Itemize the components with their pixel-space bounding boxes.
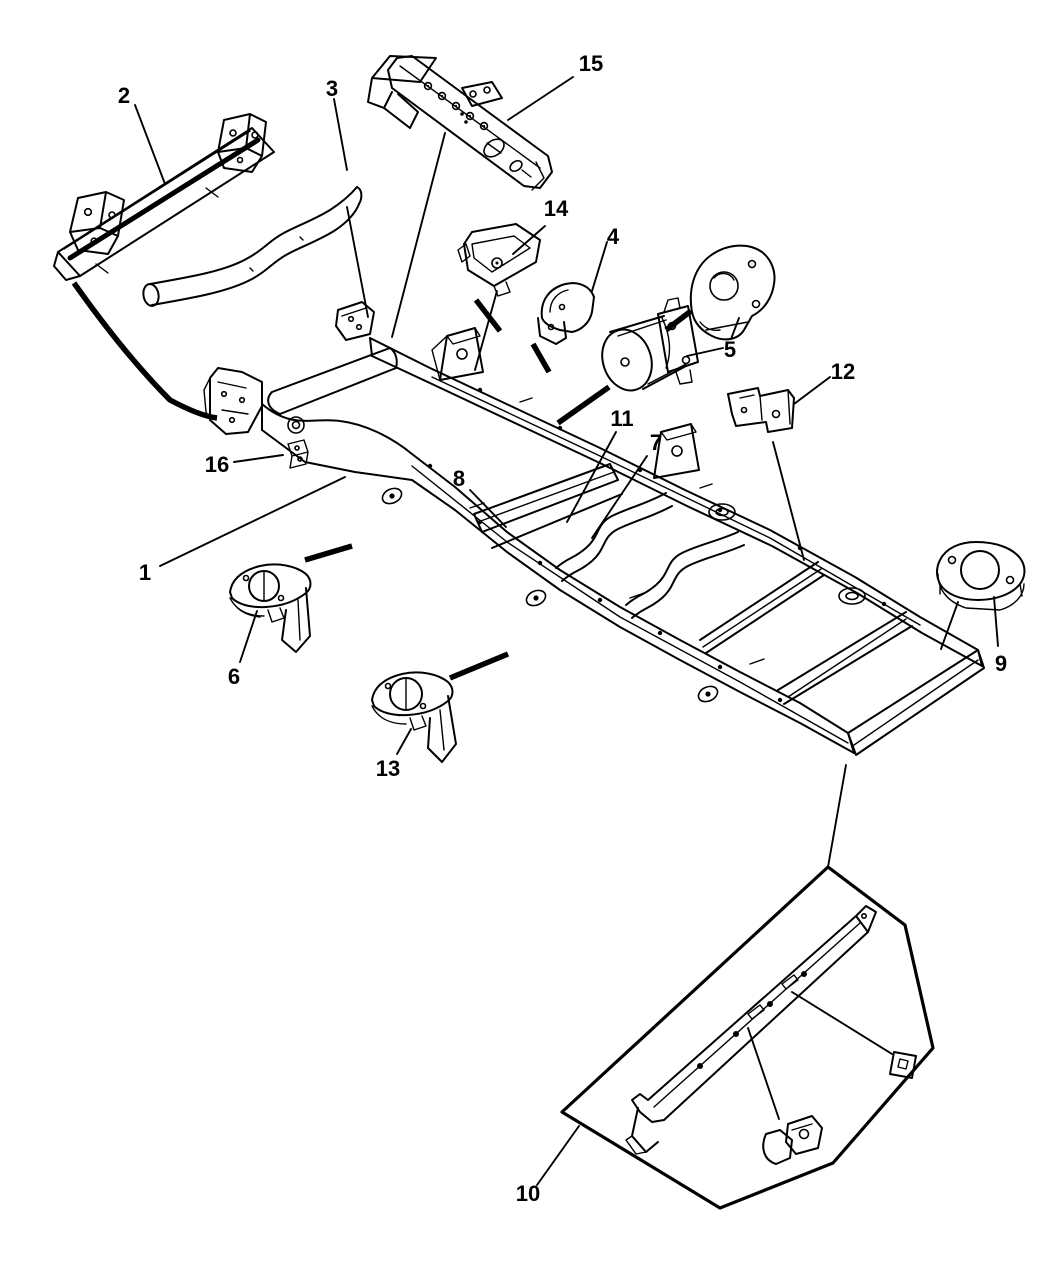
- callout-2: 2: [118, 83, 130, 108]
- leader-6: [239, 610, 258, 663]
- leader-4: [591, 241, 608, 292]
- leader-15-long: [391, 132, 446, 338]
- callout-6: 6: [228, 664, 240, 689]
- leader-9: [993, 596, 999, 647]
- leader-lines: [134, 76, 999, 1186]
- leader-8: [469, 489, 507, 528]
- callout-labels: 1 2 3 4 5 6 7 8 9 10 11 12 13 14 15 16: [118, 51, 1007, 1206]
- leader-5a: [686, 347, 724, 357]
- callout-3: 3: [326, 76, 338, 101]
- leader-15: [507, 76, 574, 121]
- callout-8: 8: [453, 466, 465, 491]
- part-14-drawing: [457, 223, 541, 297]
- inset-clamp-drawing: [762, 1115, 823, 1165]
- callout-11: 11: [610, 406, 633, 431]
- indicator-part-2: [71, 281, 218, 421]
- callout-4: 4: [607, 224, 620, 249]
- frame-to-inset-line: [827, 764, 847, 868]
- part-2-drawing: [53, 113, 275, 281]
- part-13-drawing: [371, 671, 457, 763]
- part-10-drawing: [625, 905, 877, 1155]
- leader-14: [512, 225, 546, 255]
- inset-leader-to-square: [791, 991, 893, 1055]
- leader-13: [396, 728, 412, 755]
- leader-2: [134, 104, 166, 185]
- indicator-part-5a: [664, 308, 693, 333]
- frame-drawing: [203, 301, 985, 756]
- indicator-part-13: [448, 651, 510, 681]
- part-12-drawing: [727, 387, 795, 433]
- callout-13: 13: [376, 756, 400, 781]
- callout-10: 10: [516, 1181, 540, 1206]
- leader-11: [566, 431, 617, 523]
- indicator-part-4: [530, 342, 552, 374]
- leader-9-part: [940, 601, 959, 650]
- inset-clip-square: [889, 1051, 917, 1079]
- leader-10: [536, 1125, 580, 1186]
- callout-16: 16: [205, 452, 229, 477]
- leader-14-long: [474, 290, 498, 371]
- part-3-drawing: [142, 186, 363, 307]
- leader-1: [159, 476, 346, 567]
- callout-15: 15: [579, 51, 603, 76]
- callout-14: 14: [544, 196, 569, 221]
- callout-5: 5: [724, 337, 736, 362]
- indicator-part-14: [473, 298, 503, 333]
- part-16-target: [287, 439, 309, 469]
- indicator-part-6: [304, 543, 353, 563]
- part-4-drawing: [537, 282, 595, 345]
- attachment-indicator-lines: [71, 281, 693, 681]
- callout-12: 12: [831, 359, 855, 384]
- inset-leader-to-clamp: [747, 1027, 780, 1120]
- leader-12: [793, 376, 831, 405]
- indicator-part-5b: [556, 384, 611, 426]
- callout-7: 7: [650, 430, 662, 455]
- inset-boundary: [560, 865, 935, 1210]
- leader-16: [233, 454, 284, 463]
- leader-3: [333, 98, 348, 171]
- leader-3-long: [346, 206, 369, 318]
- part-15-drawing: [367, 55, 553, 191]
- leader-12-long: [772, 441, 805, 561]
- leader-5b: [730, 317, 740, 340]
- part-6-drawing: [229, 563, 312, 653]
- callout-9: 9: [995, 651, 1007, 676]
- leader-7: [591, 455, 648, 539]
- part-9-drawing: [936, 541, 1026, 611]
- callout-1: 1: [139, 560, 151, 585]
- part-5-drawing: [601, 244, 776, 392]
- inset-panel: [560, 865, 935, 1210]
